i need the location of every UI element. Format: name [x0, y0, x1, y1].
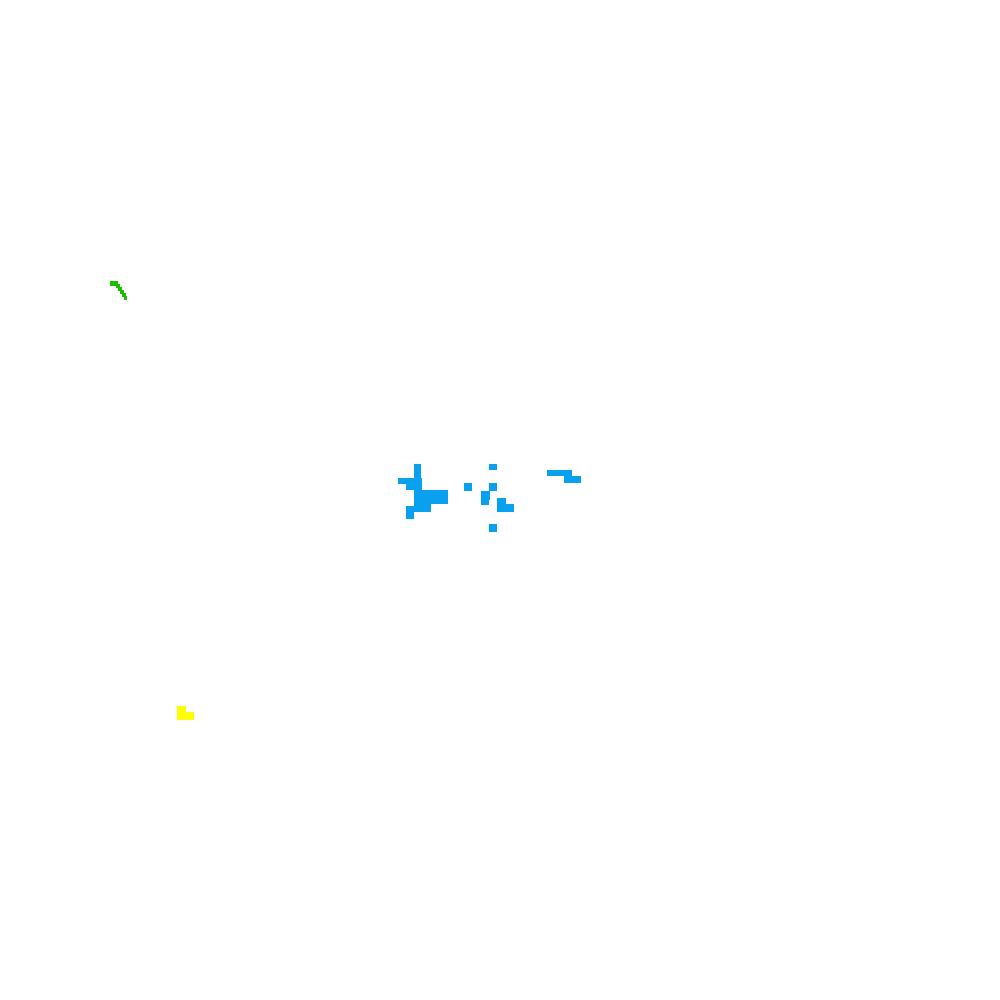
green-snake-segment — [120, 290, 124, 294]
green-snake-segment — [116, 284, 120, 288]
blue-cell — [481, 491, 490, 500]
blue-cell — [414, 490, 448, 504]
blue-cell — [464, 483, 472, 491]
green-snake-segment — [122, 293, 126, 297]
green-snake-segment — [118, 287, 122, 291]
blue-cluster-left — [398, 464, 448, 519]
yellow-cell — [177, 712, 194, 720]
blue-cell — [481, 498, 489, 505]
green-snake — [110, 281, 127, 300]
blue-cell — [497, 504, 514, 512]
blue-cluster-middle — [464, 464, 514, 532]
blue-cell — [414, 464, 421, 478]
blue-bar-right — [547, 470, 581, 483]
blue-cell — [414, 504, 431, 512]
blue-cell — [489, 524, 497, 532]
blue-cell — [564, 476, 581, 483]
green-snake-segment — [110, 281, 118, 286]
blue-cell — [547, 470, 572, 476]
blue-cell — [406, 506, 414, 519]
blue-cell — [489, 464, 497, 470]
blue-cell — [398, 478, 408, 484]
yellow-cell — [177, 706, 186, 714]
blue-cell — [406, 478, 422, 490]
blue-cell — [489, 483, 497, 491]
blue-cell — [497, 498, 506, 506]
yellow-piece — [177, 706, 194, 720]
green-snake-segment — [124, 296, 127, 300]
